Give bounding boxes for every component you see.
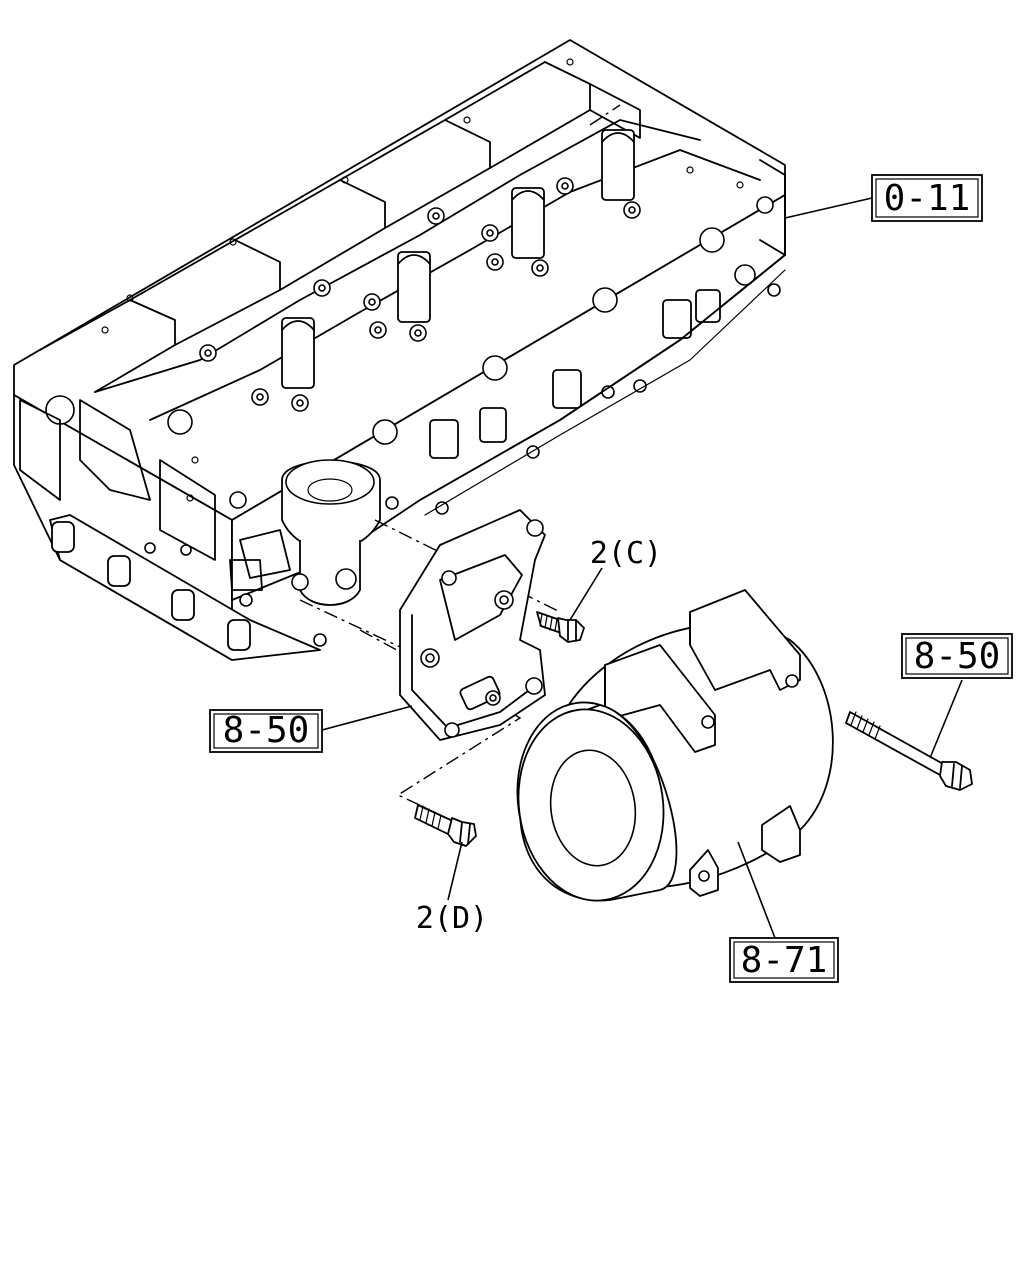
label-2d: 2(D) [416, 901, 488, 936]
thermostat-housing [281, 459, 381, 606]
callout-8-50-bolt[interactable]: 8-50 [901, 633, 1013, 679]
through-bolt [845, 711, 973, 791]
label-2c: 2(C) [590, 536, 662, 571]
cam-towers [281, 129, 635, 389]
ac-compressor [516, 589, 834, 902]
callout-8-50-bracket-label: 8-50 [223, 710, 310, 751]
callout-8-71-label: 8-71 [741, 940, 828, 981]
callout-8-50-bracket[interactable]: 8-50 [209, 709, 323, 753]
bolt-2c [536, 611, 585, 643]
cylinder-head [13, 39, 786, 661]
callout-8-50-bolt-label: 8-50 [914, 636, 1001, 677]
compressor-bracket [399, 509, 546, 741]
side-ports [372, 227, 786, 516]
callout-8-71[interactable]: 8-71 [729, 937, 839, 983]
callout-0-11-label: 0-11 [884, 178, 971, 219]
head-front-face [19, 399, 327, 651]
head-bolt-holes [45, 177, 774, 435]
bolt-2d [414, 804, 477, 847]
rim-dots [101, 58, 744, 502]
leader-lines [321, 197, 963, 939]
callout-0-11[interactable]: 0-11 [871, 174, 983, 222]
